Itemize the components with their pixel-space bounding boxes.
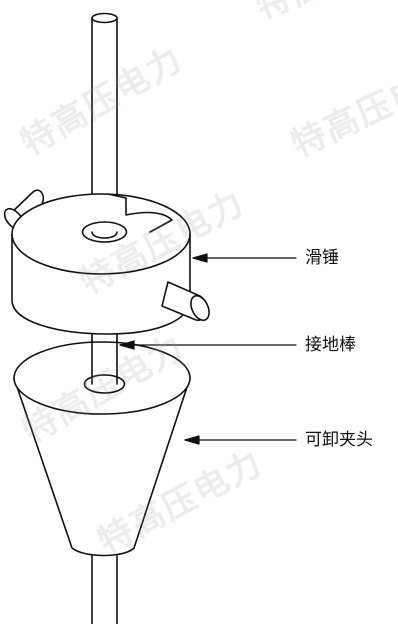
- arrow-slide-hammer: [192, 253, 208, 263]
- label-detachable-clamp: 可卸夹头: [305, 430, 373, 450]
- arrow-ground-rod: [119, 340, 135, 350]
- detachable-clamp: [13, 339, 191, 557]
- ground-rod-bottom: [91, 555, 118, 625]
- arrow-detachable-clamp: [184, 435, 200, 445]
- right-handle: [161, 281, 210, 322]
- label-ground-rod: 接地棒: [305, 335, 356, 355]
- slide-hammer: [3, 189, 210, 335]
- leader-lines: [119, 253, 297, 445]
- label-slide-hammer: 滑锤: [305, 248, 339, 268]
